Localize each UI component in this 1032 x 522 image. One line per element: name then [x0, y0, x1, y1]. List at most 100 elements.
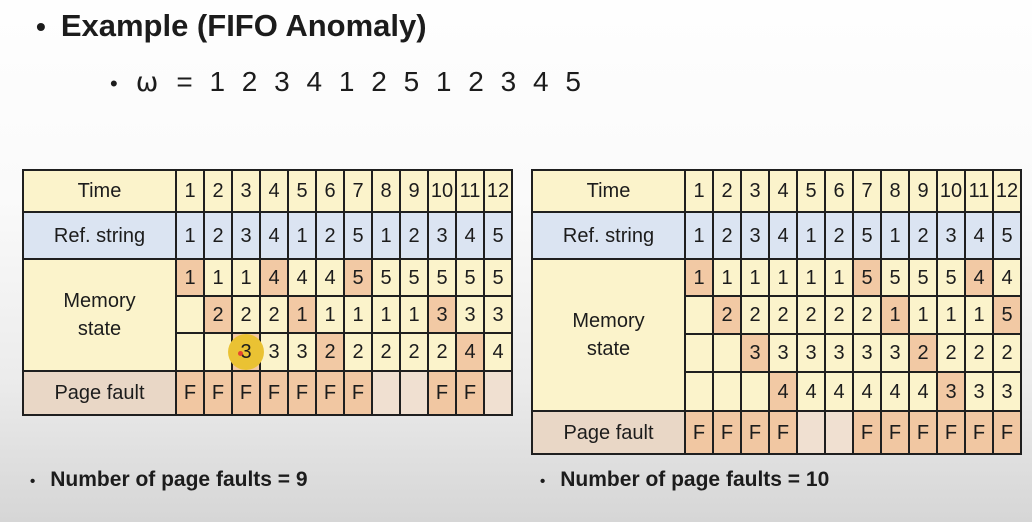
memory-cell: 2 — [796, 295, 826, 335]
memory-cell: 2 — [371, 332, 401, 372]
time-label: Time — [22, 169, 177, 213]
memory-cell: 4 — [315, 258, 345, 297]
memory-cell: 2 — [908, 333, 938, 373]
memory-cell: 4 — [287, 258, 317, 297]
ref-string-cell: 2 — [712, 211, 742, 260]
memory-cell: 1 — [231, 258, 261, 297]
page-fault-cell — [371, 370, 401, 416]
bullet-icon: • — [30, 473, 36, 490]
time-cell: 1 — [175, 169, 205, 213]
memory-cell: 5 — [936, 258, 966, 297]
pointer-highlight-circle — [228, 334, 264, 370]
time-cell: 10 — [936, 169, 966, 213]
caption-page-faults-4frames: • Number of page faults = 10 — [540, 468, 829, 492]
memory-cell: 2 — [852, 295, 882, 335]
memory-cell: 3 — [740, 333, 770, 373]
time-cell: 3 — [231, 169, 261, 213]
time-cell: 4 — [768, 169, 798, 213]
ref-string-cell: 2 — [315, 211, 345, 260]
memory-cell: 5 — [483, 258, 513, 297]
memory-cell: 2 — [824, 295, 854, 335]
ref-string-cell: 3 — [936, 211, 966, 260]
memory-cell: 1 — [908, 295, 938, 335]
ref-string-label: Ref. string — [531, 211, 686, 260]
memory-cell: 2 — [343, 332, 373, 372]
page-fault-cell: F — [936, 410, 966, 455]
memory-cell: 1 — [768, 258, 798, 297]
page-fault-cell: F — [315, 370, 345, 416]
memory-cell: 3 — [768, 333, 798, 373]
memory-cell: 1 — [796, 258, 826, 297]
ref-string-cell: 1 — [175, 211, 205, 260]
memory-cell: 4 — [908, 371, 938, 412]
time-cell: 11 — [455, 169, 485, 213]
reference-string-line: • ω = 1 2 3 4 1 2 5 1 2 3 4 5 — [110, 66, 582, 98]
memory-cell: 3 — [880, 333, 910, 373]
page-fault-cell: F — [712, 410, 742, 455]
time-cell: 2 — [203, 169, 233, 213]
memory-cell: 1 — [399, 295, 429, 334]
memory-cell: 4 — [259, 258, 289, 297]
ref-string-cell: 1 — [796, 211, 826, 260]
ref-string-cell: 5 — [852, 211, 882, 260]
ref-string-cell: 2 — [824, 211, 854, 260]
page-fault-cell: F — [455, 370, 485, 416]
ref-string-cell: 5 — [343, 211, 373, 260]
memory-cell: 1 — [880, 295, 910, 335]
ref-string-cell: 3 — [427, 211, 457, 260]
time-cell: 4 — [259, 169, 289, 213]
memory-cell: 1 — [371, 295, 401, 334]
ref-string-cell: 1 — [684, 211, 714, 260]
ref-string-cell: 2 — [399, 211, 429, 260]
memory-cell: 3 — [992, 371, 1022, 412]
memory-cell: 3 — [427, 295, 457, 334]
time-cell: 6 — [315, 169, 345, 213]
memory-cell: 5 — [880, 258, 910, 297]
memory-cell: 1 — [712, 258, 742, 297]
memory-cell: 5 — [852, 258, 882, 297]
page-fault-cell: F — [768, 410, 798, 455]
memory-cell: 5 — [908, 258, 938, 297]
ref-string-cell: 4 — [964, 211, 994, 260]
memory-cell: 4 — [992, 258, 1022, 297]
page-fault-cell: F — [880, 410, 910, 455]
ref-string-cell: 1 — [880, 211, 910, 260]
memory-cell: 1 — [684, 258, 714, 297]
memory-state-label: Memory state — [22, 258, 177, 372]
page-fault-cell — [483, 370, 513, 416]
memory-state-label: Memory state — [531, 258, 686, 412]
page-fault-count-text: Number of page faults = 10 — [560, 468, 830, 491]
memory-cell: 1 — [740, 258, 770, 297]
memory-cell: 4 — [483, 332, 513, 372]
memory-cell — [684, 371, 714, 412]
time-cell: 8 — [371, 169, 401, 213]
memory-cell: 4 — [824, 371, 854, 412]
time-cell: 6 — [824, 169, 854, 213]
memory-cell — [712, 333, 742, 373]
reference-string-sequence: = 1 2 3 4 1 2 5 1 2 3 4 5 — [176, 66, 582, 97]
ref-string-cell: 4 — [768, 211, 798, 260]
time-cell: 5 — [796, 169, 826, 213]
ref-string-cell: 1 — [287, 211, 317, 260]
memory-cell — [203, 332, 233, 372]
page-fault-count-text: Number of page faults = 9 — [50, 468, 308, 491]
memory-cell: 2 — [768, 295, 798, 335]
time-cell: 8 — [880, 169, 910, 213]
time-cell: 12 — [483, 169, 513, 213]
caption-page-faults-3frames: • Number of page faults = 9 — [30, 468, 308, 492]
time-cell: 7 — [852, 169, 882, 213]
time-cell: 7 — [343, 169, 373, 213]
ref-string-cell: 4 — [455, 211, 485, 260]
memory-cell: 5 — [399, 258, 429, 297]
memory-cell — [684, 333, 714, 373]
time-label: Time — [531, 169, 686, 213]
memory-cell: 1 — [287, 295, 317, 334]
ref-string-cell: 5 — [992, 211, 1022, 260]
laser-pointer-dot — [237, 350, 243, 356]
ref-string-label: Ref. string — [22, 211, 177, 260]
memory-cell: 3 — [796, 333, 826, 373]
memory-cell: 2 — [427, 332, 457, 372]
memory-cell: 4 — [852, 371, 882, 412]
memory-cell: 4 — [880, 371, 910, 412]
memory-cell: 4 — [768, 371, 798, 412]
